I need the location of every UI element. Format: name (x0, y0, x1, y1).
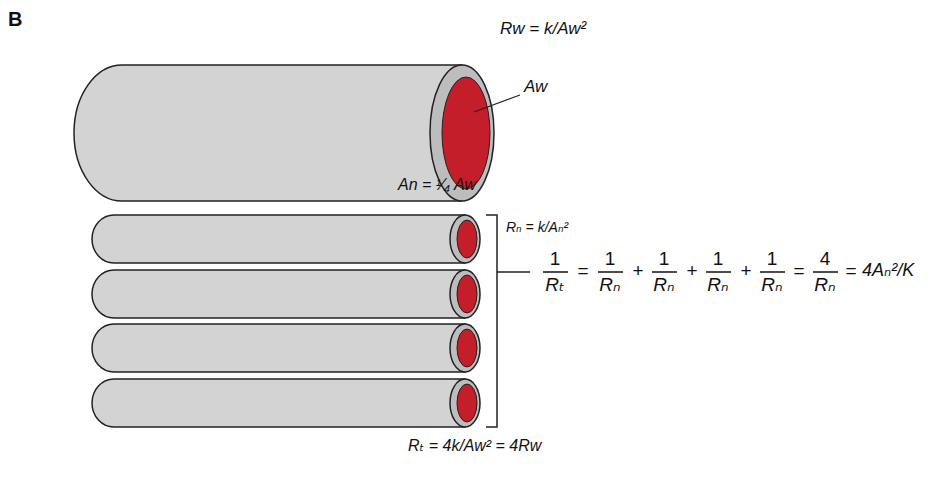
fraction-numerator: 1 (713, 249, 724, 270)
operator: + (740, 261, 751, 282)
fraction-numerator: 1 (659, 249, 670, 270)
operator: + (686, 261, 697, 282)
operator: = (793, 261, 804, 282)
fraction-denominator: Rₙ (653, 275, 674, 296)
fraction-denominator: Rₙ (814, 275, 835, 296)
fraction-denominator: Rₜ (545, 275, 564, 296)
resistance-formula: Rw = k/Aw² (500, 20, 586, 39)
fraction-denominator: Rₙ (599, 275, 620, 296)
panel-letter: B (8, 8, 22, 30)
area-relation: An = ¹⁄₄ Aw (398, 176, 476, 194)
total-resistance: Rₜ = 4k/Aw² = 4Rw (408, 437, 541, 455)
fraction-numerator: 1 (605, 249, 616, 270)
operator: = (577, 261, 588, 282)
equation-result: 4Aₙ²/K (862, 261, 914, 281)
resistance-formula: Rₙ = k/Aₙ² (506, 220, 568, 235)
fraction-numerator: 1 (767, 249, 778, 270)
operator: + (632, 261, 643, 282)
area-label: Aw (524, 78, 547, 97)
fraction-denominator: Rₙ (761, 275, 782, 296)
fraction-numerator: 4 (820, 249, 831, 270)
operator: = (845, 261, 856, 282)
fraction-numerator: 1 (550, 249, 561, 270)
fraction-denominator: Rₙ (707, 275, 728, 296)
